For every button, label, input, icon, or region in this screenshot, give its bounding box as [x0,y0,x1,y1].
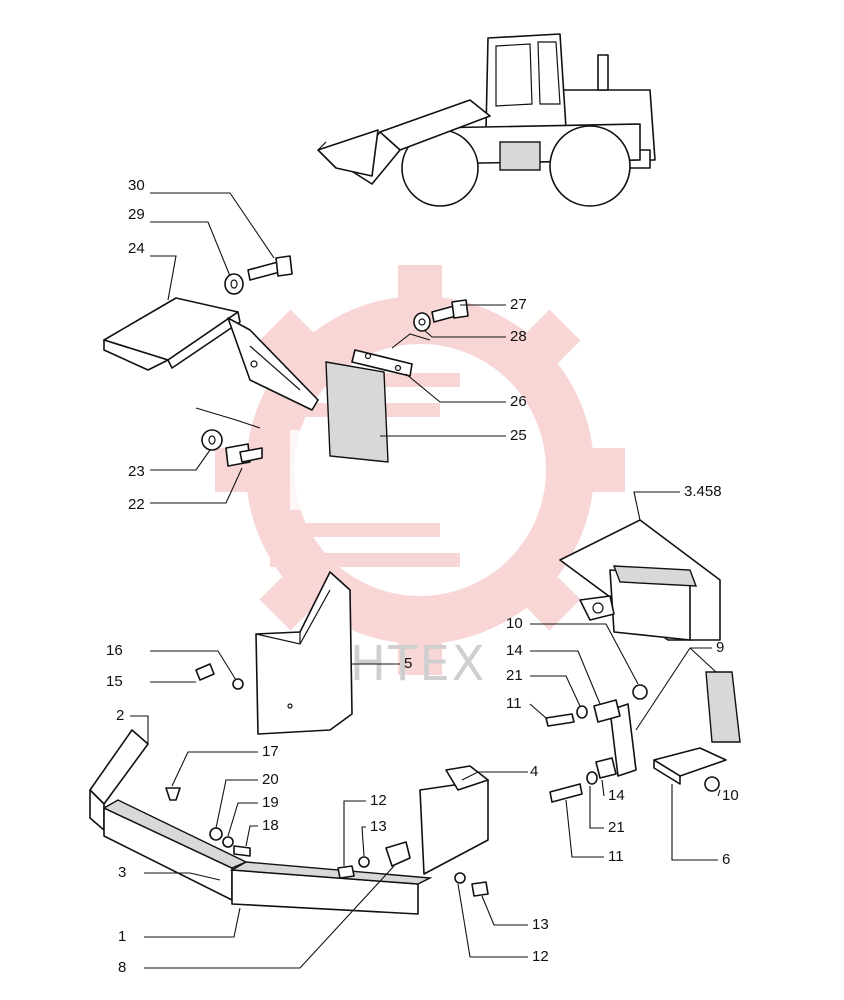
bolt-27 [431,299,469,323]
callout-18: 18 [262,817,279,834]
screw-15 [195,663,215,681]
bolt-22 [225,443,263,467]
part-25-rubber-flap [325,361,389,463]
washer-21b [586,771,598,785]
part-24-mudguard-plate [103,297,319,411]
washer-28 [413,312,431,332]
washer-29 [224,273,244,295]
bolt-11a [545,713,575,727]
bolt-30 [247,255,293,281]
callout-20: 20 [262,771,279,788]
bolt-12b [471,881,489,897]
bolt-18 [233,845,251,857]
callout-24: 24 [128,240,145,257]
callout-12-upper: 12 [370,792,387,809]
callout-4: 4 [530,763,538,780]
callout-12-lower: 12 [532,948,549,965]
washer-13a [358,856,370,868]
part-26-clamp-strip [351,349,413,377]
callout-14-upper: 14 [506,642,523,659]
callout-1: 1 [118,928,126,945]
nut-10a [632,684,648,700]
callout-19: 19 [262,794,279,811]
part-6-tray [653,747,727,785]
callout-17: 17 [262,743,279,760]
callout-14-lower: 14 [608,787,625,804]
callout-26: 26 [510,393,527,410]
callout-labels: 30 29 24 27 28 26 25 23 22 3.458 10 14 2… [106,177,739,976]
callout-27: 27 [510,296,527,313]
callout-23: 23 [128,463,145,480]
callout-11-lower: 11 [608,848,624,865]
callout-3458: 3.458 [684,483,722,500]
washer-23 [201,429,223,451]
callout-29: 29 [128,206,145,223]
nut-20 [209,827,223,841]
bolt-12a [337,865,355,879]
callout-13-upper: 13 [370,818,387,835]
callout-8: 8 [118,959,126,976]
callout-11-upper: 11 [506,695,522,712]
bolt-11b [549,783,583,803]
part-8-block [385,841,411,867]
callout-16: 16 [106,642,123,659]
plate-14b [595,757,617,779]
part-5-side-guard [255,571,353,735]
callout-25: 25 [510,427,527,444]
part-9-plate-right [705,671,741,743]
nut-10b [704,776,720,792]
washer-13b [454,872,466,884]
callout-28: 28 [510,328,527,345]
washer-21a [576,705,588,719]
leader-lines [130,192,721,969]
callout-13-lower: 13 [532,916,549,933]
part-3-bumper-middle [102,799,248,901]
callout-9: 9 [716,639,724,656]
callout-30: 30 [128,177,145,194]
plate-14a [593,699,621,723]
callout-10-lower: 10 [722,787,739,804]
callout-5: 5 [404,655,412,672]
bolt-17 [165,787,181,801]
washer-19 [222,836,234,848]
part-3458-frame-bracket [559,519,721,641]
part-9-plate-left [609,703,637,777]
washer-16 [232,678,244,690]
part-1-bumper-main [229,861,433,915]
callout-15: 15 [106,673,123,690]
callout-21-upper: 21 [506,667,523,684]
wheel-loader-illustration [317,33,656,207]
callout-6: 6 [722,851,730,868]
callout-21-lower: 21 [608,819,625,836]
callout-22: 22 [128,496,145,513]
part-4-corner-guard [419,765,489,875]
callout-2: 2 [116,707,124,724]
callout-3: 3 [118,864,126,881]
callout-10-upper: 10 [506,615,523,632]
